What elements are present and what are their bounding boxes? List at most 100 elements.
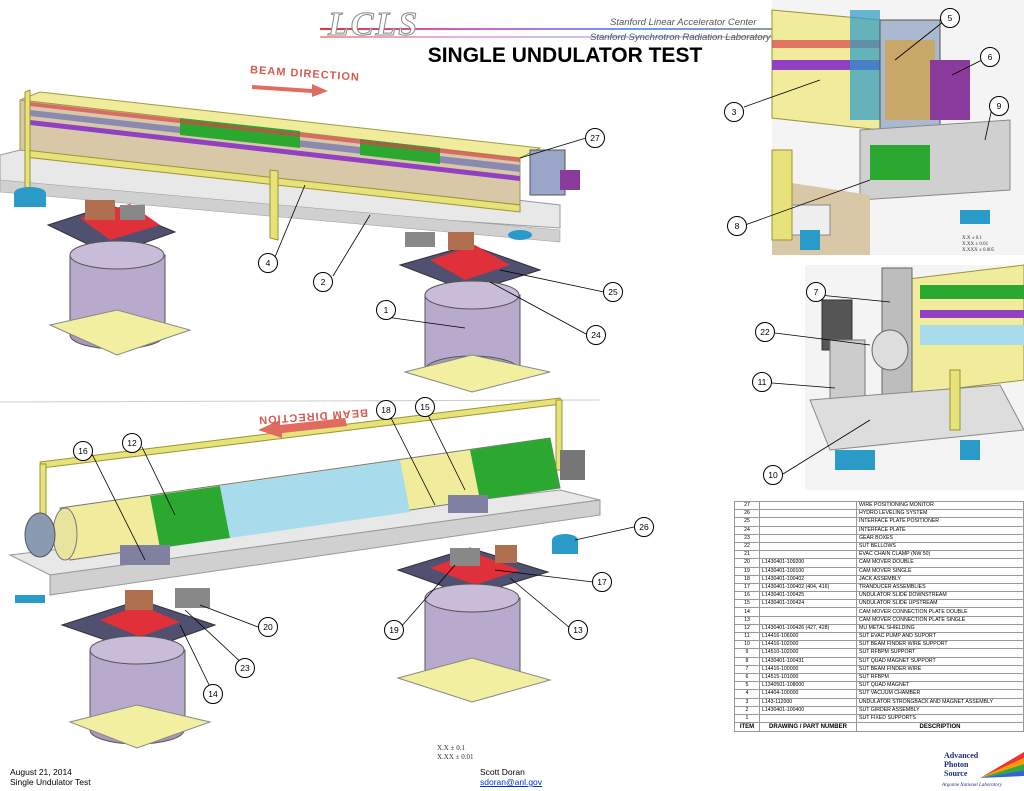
footer-date: August 21, 2014 [10,767,72,777]
bom-part-number: L1430401-100402 [759,574,857,584]
bom-item: 24 [734,525,760,535]
bom-description: SUT QUAD MAGNET [856,681,1024,691]
bom-part-number [759,607,857,617]
callout-25: 25 [603,282,623,302]
bom-description: SUT EVAC PUMP AND SUPORT [856,631,1024,642]
bom-description: SUT VACUUM CHAMBER [856,689,1024,699]
callout-7: 7 [806,282,826,302]
bom-item: 25 [734,517,760,527]
bom-description: CAM MOVER SINGLE [856,566,1024,576]
page-title: SINGLE UNDULATOR TEST [427,44,703,67]
beam-direction-label-lower: BEAM DIRECTION [257,406,369,426]
bom-header-cell: DRAWING / PART NUMBER [759,722,857,733]
footer-author: Scott Doran [480,767,525,777]
callout-6: 6 [980,47,1000,67]
callout-10: 10 [763,465,783,485]
bom-description: CAM MOVER CONNECTION PLATE DOUBLE [856,607,1024,617]
bom-item: 1 [734,713,760,724]
bom-item: 17 [734,582,760,593]
callout-1: 1 [376,300,396,320]
beam-direction-arrow [252,84,328,97]
bom-item: 21 [734,550,760,560]
bom-description: UNDULATOR SLIDE UPSTREAM [856,599,1024,609]
callout-19: 19 [384,620,404,640]
bom-part-number: L1430401-100100 [759,566,857,576]
bom-description: SUT FIXED SUPPORTS [856,713,1024,724]
bom-part-number [759,550,857,560]
bom-item: 9 [734,648,760,658]
lower-assembly-view [8,397,601,749]
callout-11: 11 [752,372,772,392]
bom-item: 16 [734,591,760,601]
bom-item: 15 [734,599,760,609]
bom-item: 12 [734,623,760,634]
bom-description: CAM MOVER DOUBLE [856,558,1024,568]
bom-description: SUT BELLOWS [856,541,1024,552]
callout-5: 5 [940,8,960,28]
footer-subtitle: Single Undulator Test [10,777,91,787]
logo-text: LCLS [327,6,420,44]
bom-item: 27 [734,500,760,511]
bom-part-number: L1430401-100424 [759,599,857,609]
bom-part-number: L14404-100000 [759,689,857,699]
bom-item: 5 [734,681,760,691]
bom-part-number [759,509,857,519]
bom-item: 18 [734,574,760,584]
bom-item: 7 [734,664,760,674]
aps-logo: Advanced Photon Source Argonne National … [940,748,1024,791]
bom-item: 26 [734,509,760,519]
callout-14: 14 [203,684,223,704]
footer-email-link[interactable]: sdoran@anl.gov [480,777,543,787]
bom-item: 8 [734,656,760,666]
institution-ssrl: Stanford Synchrotron Radiation Laborator… [590,32,771,43]
beam-direction-label: BEAM DIRECTION [249,64,361,84]
callout-23: 23 [235,658,255,678]
bom-item: 4 [734,689,760,699]
bom-description: TRANDUCER ASSEMBLIES [856,582,1024,593]
bom-part-number: L14416-100000 [759,664,857,674]
bom-header-cell: ITEM [734,722,760,733]
institution-slac: Stanford Linear Accelerator Center [610,17,757,28]
bom-part-number [759,533,857,543]
bom-part-number: L1430401-100400 [759,705,857,715]
bom-description: WIRE POSITIONING MONITOR [856,500,1024,511]
bom-description: CAM MOVER CONNECTION PLATE SINGLE [856,615,1024,625]
bom-description: UNDULATOR STRONGBACK AND MAGNET ASSEMBLY [856,697,1024,707]
bom-description: MU METAL SHIELDING [856,623,1024,634]
callout-24: 24 [586,325,606,345]
tolerance-block: X.X ± 0.1 X.XX ± 0.01 [437,744,474,761]
bom-part-number: L143-112000 [759,697,857,707]
bom-part-number: L14510-102000 [759,648,857,658]
bom-item: 19 [734,566,760,576]
bom-item: 20 [734,558,760,568]
bom-part-number: L14515-101000 [759,672,857,683]
bom-description: SUT RFBPM SUPPORT [856,648,1024,658]
tolerance-block-detail: X.X ± 0.1 X.XX ± 0.01 X.XXX ± 0.005 [962,236,995,253]
callout-13: 13 [568,620,588,640]
callout-9: 9 [989,96,1009,116]
bom-item: 10 [734,640,760,650]
callout-27: 27 [585,128,605,148]
bom-description: SUT QUAD MAGNET SUPPORT [856,656,1024,666]
bom-part-number: L1430401-109200 [759,558,857,568]
